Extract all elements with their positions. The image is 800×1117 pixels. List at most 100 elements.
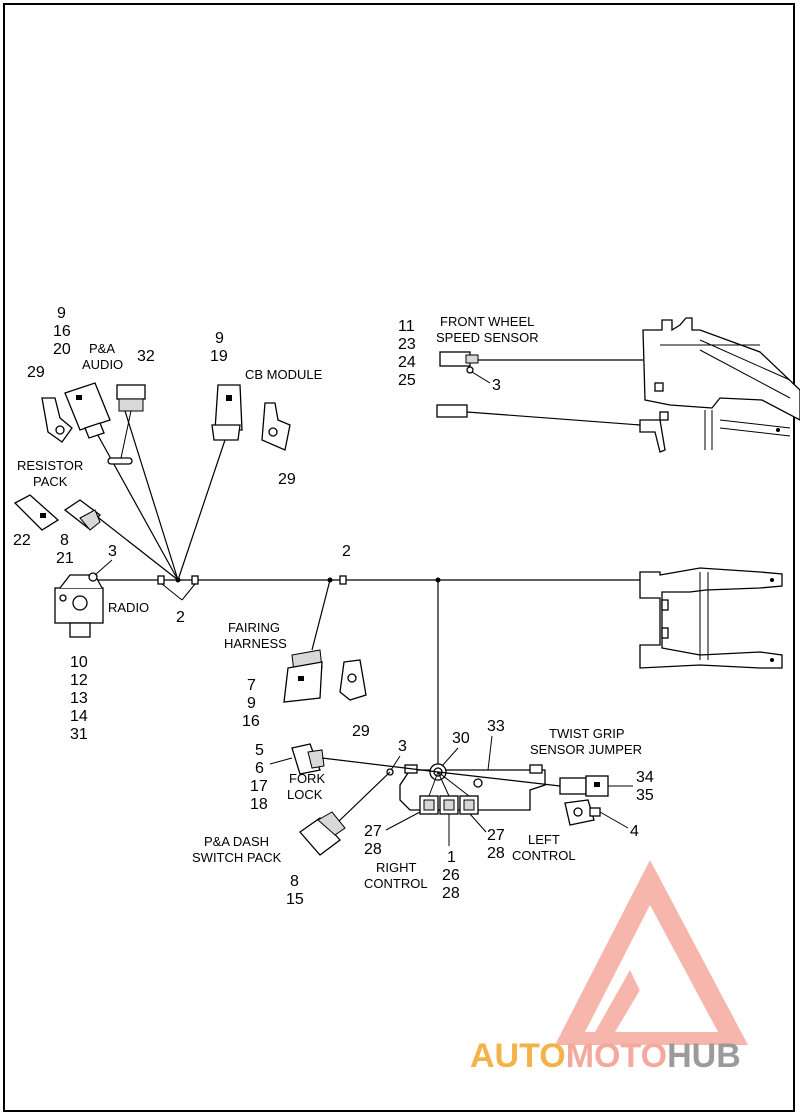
watermark-auto: AUTO: [470, 1037, 566, 1075]
conn-callout-8: 8: [60, 532, 69, 549]
audio-callout-32: 32: [137, 348, 155, 365]
cb-callout-numbers: 9 19: [210, 330, 228, 365]
cb-callout-29: 29: [278, 471, 296, 488]
radio-part: [54, 572, 104, 638]
fork-lock-callout-numbers: 5 6 17 18: [250, 742, 268, 813]
speed-sensor-part: [439, 351, 643, 374]
junction-callout-2-top: 2: [342, 543, 351, 560]
callout-34: 34: [636, 769, 654, 786]
right-callout-28: 28: [364, 841, 382, 858]
svg-text:18: 18: [250, 796, 268, 813]
cb-module-label: CB MODULE: [245, 367, 323, 382]
svg-text:7: 7: [247, 677, 256, 694]
fork-lock-label-line2: LOCK: [287, 787, 323, 802]
resistor-wire: [94, 514, 179, 581]
pa-audio-label-line2: AUDIO: [82, 357, 123, 372]
fork-lock-connector: [291, 743, 325, 775]
fairing-harness-connector: [283, 649, 323, 703]
twist-grip-label-line2: SENSOR JUMPER: [530, 742, 642, 757]
dash-callout-15: 15: [286, 891, 304, 908]
svg-text:9: 9: [247, 695, 256, 712]
resistor-pack-part: [13, 494, 60, 531]
right-control-callout-numbers: 1 26 28: [442, 849, 460, 902]
audio-bracket-29: [41, 397, 73, 443]
fairing-bracket-29: [339, 659, 367, 701]
svg-text:23: 23: [398, 336, 416, 353]
audio-wire: [94, 429, 179, 581]
callout-30: 30: [452, 730, 470, 747]
handlebar-outline: [639, 567, 783, 669]
svg-text:12: 12: [70, 672, 88, 689]
mid-callout-28: 28: [487, 845, 505, 862]
dash-switch-pack-connector: [299, 811, 346, 856]
right-control-label-line2: CONTROL: [364, 876, 428, 891]
svg-text:9: 9: [57, 305, 66, 322]
radio-callout-3: 3: [108, 543, 117, 560]
resistor-pack-label-line2: PACK: [33, 474, 68, 489]
pa-audio-callout-numbers: 9 16 20: [53, 305, 71, 358]
watermark-logo: AUTOMOTOHUB: [470, 860, 748, 1075]
junction-callout-2-bottom: 2: [176, 609, 185, 626]
pa-audio-label-line1: P&A: [89, 341, 115, 356]
sensor-callout-3: 3: [492, 377, 501, 394]
control-switch-blocks: [419, 795, 479, 815]
svg-text:26: 26: [442, 867, 460, 884]
cb-bracket-29: [261, 402, 291, 451]
pa-audio-connector: [64, 382, 111, 439]
twist-grip-connector: [559, 775, 609, 797]
audio-antenna-part: [107, 384, 146, 465]
right-control-label-line1: RIGHT: [376, 860, 417, 875]
right-callout-27: 27: [364, 823, 382, 840]
cb-module-connector: [211, 384, 243, 441]
fairing-callout-numbers: 7 9 16: [242, 677, 260, 730]
dash-callout-8: 8: [290, 873, 299, 890]
fairing-harness-branch: [311, 579, 331, 651]
resistor-pack-label-line1: RESISTOR: [17, 458, 83, 473]
svg-text:10: 10: [70, 654, 88, 671]
cb-module-wire: [177, 439, 226, 581]
fairing-label-line2: HARNESS: [224, 636, 287, 651]
svg-text:24: 24: [398, 354, 416, 371]
callout-35: 35: [636, 787, 654, 804]
sensor-callout-numbers: 11 23 24 25: [398, 318, 416, 389]
svg-text:9: 9: [215, 330, 224, 347]
svg-text:1: 1: [447, 849, 456, 866]
svg-text:25: 25: [398, 372, 416, 389]
svg-text:16: 16: [53, 323, 71, 340]
svg-text:28: 28: [442, 885, 460, 902]
front-wheel-label-line1: FRONT WHEEL: [440, 314, 534, 329]
fairing-label-line1: FAIRING: [228, 620, 280, 635]
audio-wire-2: [119, 394, 179, 581]
watermark-hub: HUB: [667, 1037, 741, 1075]
connector-8-21: [63, 499, 101, 531]
resistor-callout-22: 22: [13, 532, 31, 549]
svg-text:AUTOMOTOHUB: AUTOMOTOHUB: [470, 1037, 741, 1075]
twist-grip-label-line1: TWIST GRIP: [549, 726, 625, 741]
fork-lock-label-line1: FORK: [289, 771, 325, 786]
left-control-label-line2: CONTROL: [512, 848, 576, 863]
radio-callout-numbers: 10 12 13 14 31: [70, 654, 88, 743]
svg-text:11: 11: [398, 318, 415, 335]
callout-33: 33: [487, 718, 505, 735]
dash-callout-3: 3: [398, 738, 407, 755]
conn-callout-21: 21: [56, 550, 74, 567]
mid-callout-27: 27: [487, 827, 505, 844]
dash-switch-label-line2: SWITCH PACK: [192, 850, 282, 865]
svg-text:20: 20: [53, 341, 71, 358]
bracket-4: [564, 799, 601, 826]
sensor-cable-lower: [436, 404, 641, 426]
audio-callout-29: 29: [27, 364, 45, 381]
svg-text:5: 5: [255, 742, 264, 759]
svg-text:31: 31: [70, 726, 88, 743]
radio-label: RADIO: [108, 600, 149, 615]
svg-text:19: 19: [210, 348, 228, 365]
dash-switch-label-line1: P&A DASH: [204, 834, 269, 849]
page-border: [3, 3, 795, 1112]
svg-text:16: 16: [242, 713, 260, 730]
svg-text:14: 14: [70, 708, 88, 725]
left-control-label-line1: LEFT: [528, 832, 560, 847]
svg-text:13: 13: [70, 690, 88, 707]
fork-leg-upper: [639, 317, 800, 453]
front-wheel-label-line2: SPEED SENSOR: [436, 330, 539, 345]
